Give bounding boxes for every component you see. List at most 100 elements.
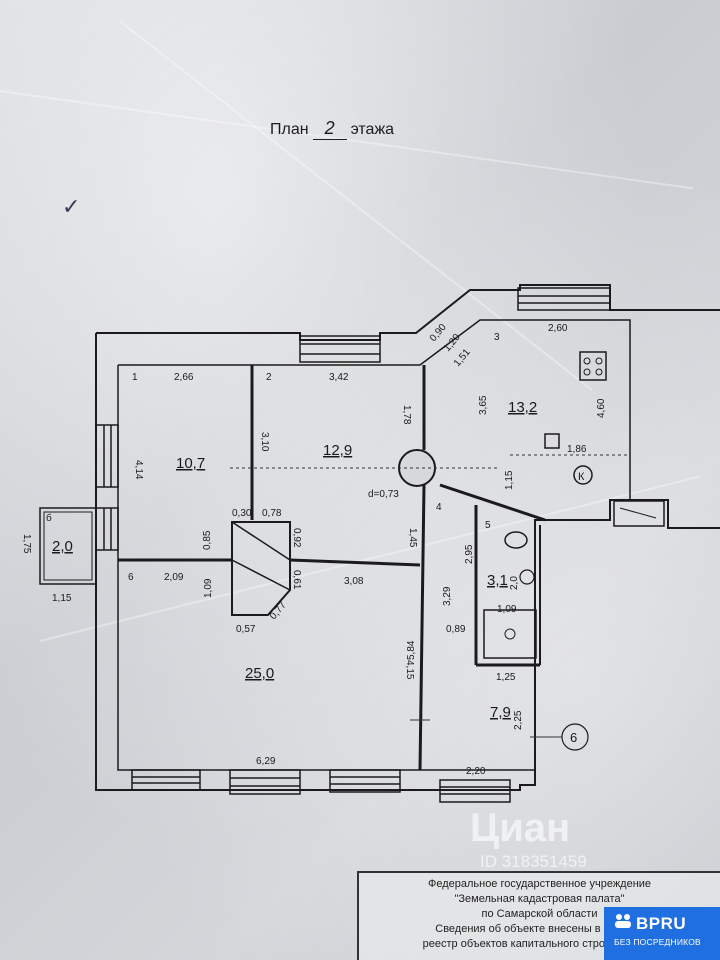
window (329, 769, 401, 793)
stove-icon (583, 368, 591, 376)
vent-shaft (231, 521, 291, 616)
dimension: 0,89 (446, 624, 466, 635)
dimension: 3,29 (442, 586, 453, 606)
room-area: 3,1 (487, 572, 508, 589)
dimension: 2,66 (174, 372, 194, 383)
room-number: 2 (266, 372, 272, 383)
window (517, 287, 611, 311)
room-number: 3 (494, 332, 500, 343)
wall (289, 558, 421, 567)
axis-marker-label: 6 (570, 730, 577, 745)
dimension: 0,85 (202, 530, 213, 550)
dimension: 0,57 (236, 624, 256, 635)
bpru-badge[interactable]: BPRU БЕЗ ПОСРЕДНИКОВ (604, 907, 720, 960)
room-number: б (46, 512, 52, 524)
badge-logo: BPRU (636, 913, 687, 933)
floor-number: 2 (312, 118, 347, 140)
dimension: 2,09 (164, 572, 184, 583)
room-area: 2,0 (52, 538, 73, 555)
dimension: 1,86 (567, 444, 587, 455)
room-area: 13,2 (508, 399, 537, 416)
window (131, 769, 201, 791)
dimension: d=0,73 (368, 489, 399, 500)
room-number: 4 (436, 502, 442, 513)
inner-wall-line (118, 319, 631, 500)
stove-icon (595, 357, 603, 365)
dimension: 0,77 (268, 600, 289, 622)
title-prefix: План (270, 121, 309, 138)
window (95, 507, 119, 551)
outer-wall (95, 333, 720, 791)
boiler-icon (613, 500, 665, 527)
shower-icon (504, 628, 516, 640)
stove-icon (595, 368, 603, 376)
dimension: 3,65 (478, 395, 489, 415)
boiler-icon (619, 507, 657, 519)
window (229, 769, 301, 795)
wall (418, 484, 426, 771)
dimension: 1,25 (496, 672, 516, 683)
window (95, 424, 119, 488)
stamp-line: Федеральное государственное учреждение (427, 878, 652, 890)
dimension: 0,92 (291, 528, 302, 548)
dimension: 2,95 (464, 544, 475, 564)
vent-shaft (231, 521, 291, 561)
dimension: 1,78 (401, 405, 412, 425)
outer-wall (96, 284, 720, 341)
dimension: 0,30 (232, 508, 252, 519)
dimension: 3,08 (344, 576, 364, 587)
shower-icon (483, 609, 537, 659)
window (299, 335, 381, 363)
wall (439, 483, 546, 522)
dimension: 4,15 (404, 660, 415, 680)
balcony-inner (43, 511, 93, 581)
dimension: 1,09 (203, 578, 214, 598)
dimension: 4,14 (133, 460, 144, 480)
dimension: 1,09 (497, 604, 517, 615)
inner-wall-line (117, 365, 535, 771)
balcony (39, 507, 97, 585)
toilet-icon (504, 531, 528, 549)
stove-icon (583, 357, 591, 365)
vent-shaft (231, 559, 291, 591)
people-icon (614, 913, 632, 934)
room-number: 6 (128, 572, 134, 583)
stamp-line: "Земельная кадастровая палата" (454, 893, 625, 905)
dimension: 0,78 (262, 508, 282, 519)
room-area: 10,7 (176, 455, 205, 472)
sink-icon (544, 433, 560, 449)
watermark-id: ID 318351459 (480, 852, 587, 871)
window (439, 779, 511, 803)
room-area: 12,9 (323, 442, 352, 459)
dimension: 2,20 (466, 766, 486, 777)
stove-icon (579, 351, 607, 381)
badge-subtitle: БЕЗ ПОСРЕДНИКОВ (614, 937, 701, 947)
kitchen-marker (573, 465, 593, 485)
washbasin-icon (519, 569, 535, 585)
dimension: 2,25 (513, 710, 524, 730)
room-number: 5 (485, 520, 491, 531)
watermark-brand: Циан (470, 806, 571, 850)
title-suffix: этажа (350, 121, 395, 138)
dimension: 5,84 (406, 640, 417, 660)
dimension: 6,29 (256, 756, 276, 767)
room-area: 7,9 (490, 704, 511, 721)
dimension: 1,15 (52, 593, 72, 604)
dimension: 3,10 (259, 432, 270, 452)
dimension: 1,51 (452, 347, 473, 369)
kitchen-marker-label: К (578, 471, 585, 483)
stamp-line: реестр объектов капитального строительст… (422, 938, 657, 950)
dimension: 0,61 (291, 570, 302, 590)
dimension: 3,42 (329, 372, 349, 383)
room-number: 1 (132, 372, 138, 383)
stamp-line: по Самарской области (481, 908, 598, 920)
dimension: 1,15 (504, 470, 515, 490)
dimension: 1,45 (407, 528, 418, 548)
room-area: 25,0 (245, 665, 274, 682)
stamp-line: Сведения об объекте внесены в Единый (435, 923, 644, 935)
dimension: 2,0 (509, 576, 520, 590)
check-mark: ✓ (62, 195, 81, 220)
